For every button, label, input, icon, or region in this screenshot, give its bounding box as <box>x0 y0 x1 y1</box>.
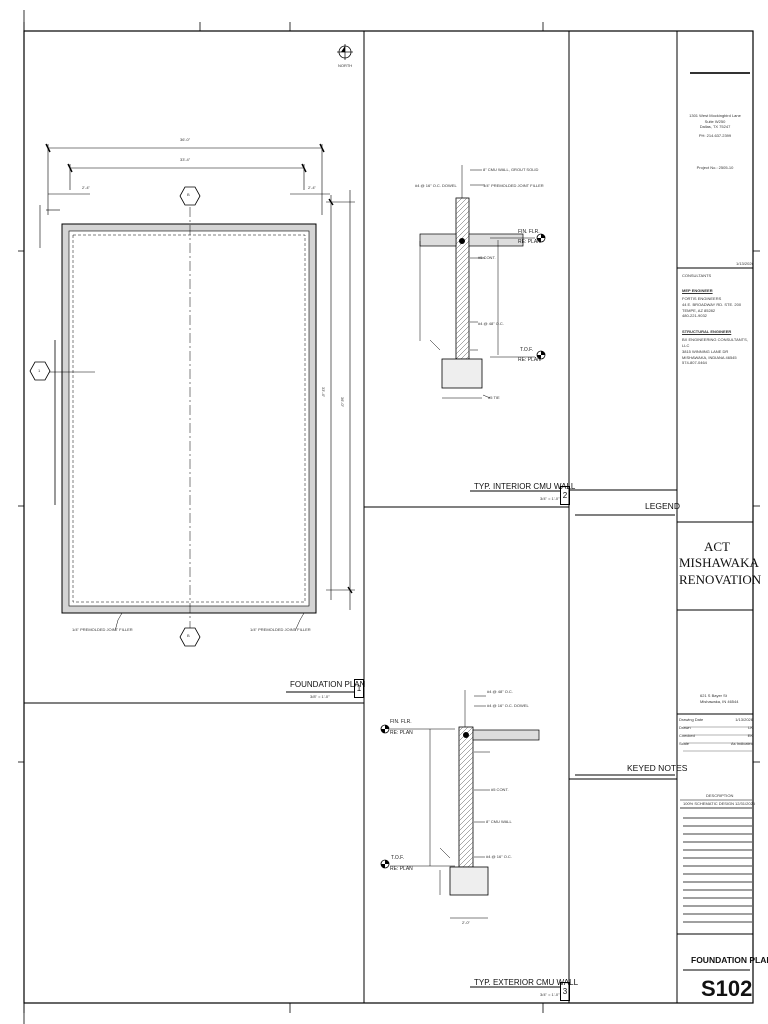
elev-label: RE: PLAN <box>518 357 541 363</box>
elev-label: T.O.F. <box>520 347 534 353</box>
dim-left-offset: 2'-4" <box>82 185 90 190</box>
mep-line: FORTIS ENGINEERS <box>682 296 722 301</box>
project-address-line: Mishawaka, IN 46544 <box>700 698 739 704</box>
mep-line: 480-221-9032 <box>682 313 707 319</box>
issue-date: 1/13/2026 <box>736 261 754 266</box>
detail-callout: #5 TIE <box>488 395 500 400</box>
struct-line: MISHAWAKA, INDIANA 46545 <box>682 354 737 360</box>
detail-callout: #4 @ 16" O.C. <box>486 854 512 859</box>
detail-callout: #4 @ 48" O.C. <box>487 689 513 694</box>
info-label: Scale <box>679 741 690 746</box>
info-value: As Indicated <box>730 741 753 746</box>
project-address: 621 S Bayer St Mishawaka, IN 46544 <box>700 693 750 704</box>
firm-address-line: Dallas, TX 75247 <box>699 124 731 130</box>
north-label: NORTH <box>338 63 353 68</box>
detail-callout: 1/4" PREMOLDED JOINT FILLER <box>483 183 544 188</box>
info-row: Scale As Indicated <box>679 741 753 749</box>
grid-bubble-bottom: B <box>187 633 190 638</box>
info-label: Checked <box>679 733 695 738</box>
project-address-line: 621 S Bayer St <box>700 693 727 698</box>
keyed-notes-title: KEYED NOTES <box>627 763 688 773</box>
sheet-title: FOUNDATION PLAN <box>691 955 768 965</box>
detail-callout: 8" CMU WALL, GROUT SOLID <box>483 167 539 172</box>
info-row: Checked EK <box>679 733 753 741</box>
detail-callout: #4 @ 16" O.C. DOWEL <box>415 183 457 188</box>
drawing-title: TYP. INTERIOR CMU WALL <box>474 482 576 491</box>
drawing-number: 3 <box>560 982 570 1001</box>
grid-bubble-top: B <box>187 192 190 197</box>
dim-overall: 36'-0" <box>180 137 191 142</box>
dim-vertical: 33'-4" <box>321 386 327 398</box>
drawing-title: FOUNDATION PLAN <box>290 680 366 689</box>
dim-right-offset: 2'-4" <box>308 185 316 190</box>
elev-label: RE: PLAN <box>390 866 413 872</box>
elev-label: T.O.F. <box>391 855 405 861</box>
firm-address: 1301 West Mockingbird Lane Suite W250 Da… <box>680 113 750 138</box>
info-label: Drawing Date <box>679 717 704 722</box>
struct-line: BX ENGINEERING CONSULTANTS, LLC <box>682 337 748 348</box>
drawing-scale: 3/4" = 1'-0" <box>540 992 560 997</box>
plan-callout: 1/4" PREMOLDED JOINT FILLER <box>72 627 133 632</box>
struct-label: STRUCTURAL ENGINEER <box>682 329 732 335</box>
detail-callout: #5 CONT. <box>478 255 496 260</box>
firm-address-line: 1301 West Mockingbird Lane <box>689 113 741 118</box>
elev-label: FIN. FLR. <box>390 719 412 725</box>
info-value: 1/13/2026 <box>735 717 753 722</box>
info-row: Drawn LK <box>679 725 753 733</box>
elev-label: RE: PLAN <box>390 730 413 736</box>
info-label: Drawn <box>679 725 691 730</box>
consultants-label: CONSULTANTS <box>682 273 712 278</box>
detail-callout: 8" CMU WALL <box>486 819 512 824</box>
detail-callout: #4 @ 16" O.C. DOWEL <box>487 703 529 708</box>
info-value: LK <box>748 725 753 730</box>
mep-label: MEP ENGINEER <box>682 288 713 293</box>
detail-callout: #5 CONT. <box>491 787 509 792</box>
revision-col-header: DESCRIPTION <box>706 793 734 798</box>
grid-bubble-left: 1 <box>38 368 41 373</box>
project-number: Project No.: 2505-10 <box>696 165 734 170</box>
drawing-number: 2 <box>560 486 570 505</box>
elev-label: FIN. FLR. <box>518 229 540 235</box>
drawing-title: TYP. EXTERIOR CMU WALL <box>474 978 579 987</box>
firm-phone: PH: 214.637.2399 <box>698 132 732 138</box>
struct-line: 3815 WINNING LANE DR <box>682 348 729 354</box>
revision-date: 12/31/2025 <box>735 801 756 806</box>
info-value: EK <box>747 733 753 738</box>
info-table: Drawing Date 1/13/2026 Drawn LK Checked … <box>679 717 753 749</box>
plan-callout: 1/4" PREMOLDED JOINT FILLER <box>250 627 311 632</box>
elev-label: RE: PLAN <box>518 239 541 245</box>
footing-width: 2'-0" <box>462 920 470 925</box>
detail-callout: #4 @ 48" O.C. <box>478 321 504 326</box>
dim-vertical-overall: 36'-0" <box>340 396 346 408</box>
project-name: ACT MISHAWAKA RENOVATION <box>679 539 762 587</box>
legend-title: LEGEND <box>645 501 680 511</box>
dim-inner: 33'-4" <box>180 157 191 162</box>
sheet-number: S102 <box>701 976 753 1001</box>
drawing-scale: 3/8" = 1'-0" <box>310 694 330 699</box>
consultants-block: CONSULTANTS MEP ENGINEER FORTIS ENGINEER… <box>682 273 752 366</box>
mep-line: 44 E. BROADWAY RD. STE. 200 <box>682 301 742 307</box>
revision-description: 100% SCHEMATIC DESIGN <box>683 801 735 806</box>
drawing-number: 1 <box>354 679 364 698</box>
info-row: Drawing Date 1/13/2026 <box>679 717 753 725</box>
mep-line: TEMPE, AZ 85282 <box>682 307 716 313</box>
drawing-scale: 3/4" = 1'-0" <box>540 496 560 501</box>
firm-address-line: Suite W250 <box>704 118 726 124</box>
struct-line: 574-807-0464 <box>682 360 707 366</box>
